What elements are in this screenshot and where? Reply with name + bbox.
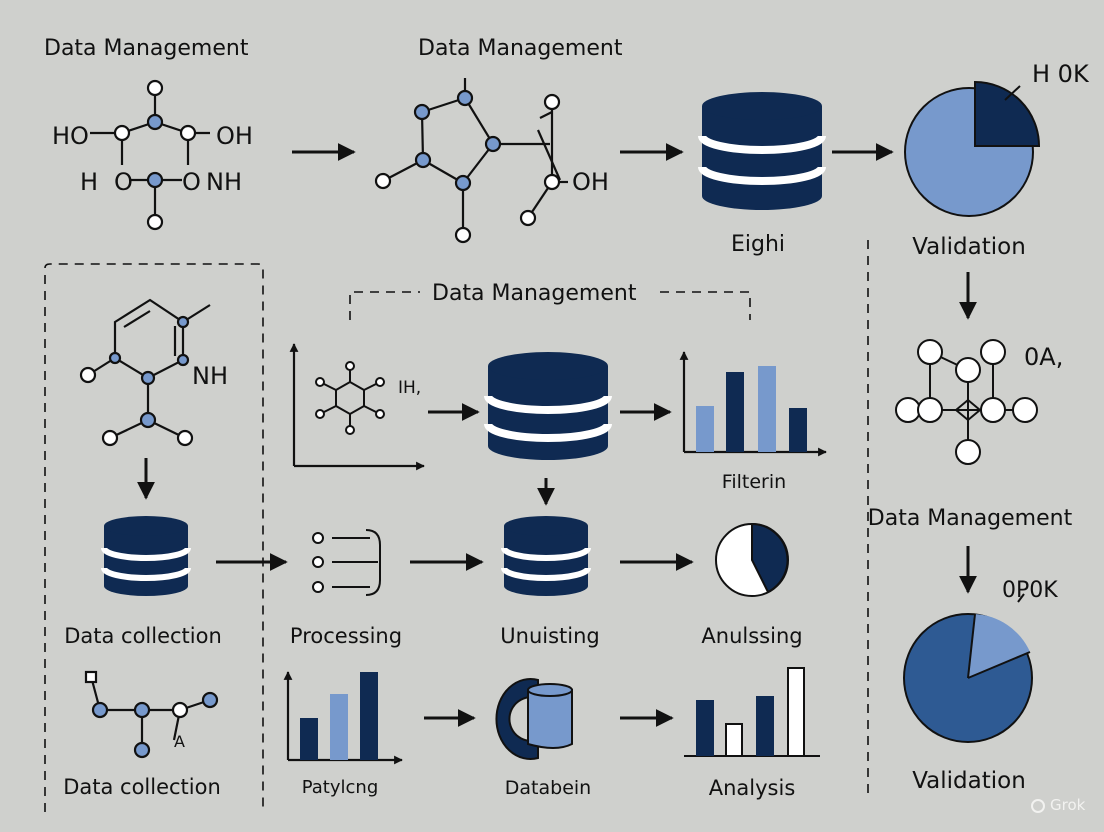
ring-nh-label: NH — [192, 362, 228, 390]
axes-icon — [289, 343, 425, 471]
chart-molecule-label: IH, — [398, 378, 422, 398]
mol2-oh-label: OH — [572, 168, 609, 196]
filtering-caption: Filterin — [721, 471, 787, 493]
mol1-o1-label: O — [114, 168, 133, 196]
molecule-icon — [79, 298, 211, 447]
database-icon — [101, 516, 191, 596]
database-icon — [501, 516, 591, 596]
data-collection-label-1: Data collection — [64, 624, 222, 648]
molecule-icon — [374, 78, 568, 244]
mol1-ho-label: HO — [52, 122, 89, 150]
databein-label: Databein — [504, 777, 592, 799]
bar-chart-icon — [679, 351, 827, 457]
pie-top-text: H 0K — [1032, 60, 1089, 88]
anulssing-label: Anulssing — [701, 624, 803, 648]
list-icon — [312, 529, 381, 596]
pie-bottom-text: 0P0K — [1002, 578, 1058, 603]
mol1-oh-label: OH — [216, 122, 253, 150]
bar-chart-icon — [283, 671, 403, 765]
validation-top-label: Validation — [912, 234, 1026, 260]
mol1-o2-label: O — [182, 168, 201, 196]
database-icon — [484, 352, 612, 460]
molecule-icon — [90, 79, 210, 231]
bar-chart-icon — [684, 667, 820, 757]
pie-chart-icon — [903, 593, 1033, 743]
processing-label: Processing — [289, 624, 403, 648]
graph-label: 0A, — [1024, 343, 1064, 371]
right-data-management-label: Data Management — [867, 506, 1073, 531]
molecule-a-label: A — [174, 732, 185, 751]
watermark-text: Grok — [1050, 796, 1086, 814]
top-mid-title: Data Management — [418, 36, 623, 61]
pie-chart-icon — [904, 80, 1041, 217]
bracket-title: Data Management — [432, 281, 637, 306]
database-icon — [698, 92, 826, 210]
hexagon-molecule-icon — [315, 361, 385, 435]
top-left-title: Data Management — [44, 36, 249, 61]
unuisting-label: Unuisting — [500, 624, 600, 648]
mol1-nh-label: NH — [206, 168, 242, 196]
validation-bottom-label: Validation — [912, 768, 1026, 794]
database-caption: Eighi — [730, 232, 786, 257]
cylinder-icon — [495, 678, 573, 760]
pie-chart-icon — [715, 522, 789, 597]
patylcng-label: Patylcng — [301, 777, 379, 798]
watermark-icon — [1031, 799, 1045, 813]
mol1-h-label: H — [80, 168, 99, 196]
dashed-frame-left — [44, 263, 264, 812]
network-graph-icon — [895, 339, 1038, 465]
molecule-icon — [84, 670, 219, 759]
data-collection-label-2: Data collection — [63, 775, 221, 799]
analysis-label: Analysis — [708, 776, 796, 800]
